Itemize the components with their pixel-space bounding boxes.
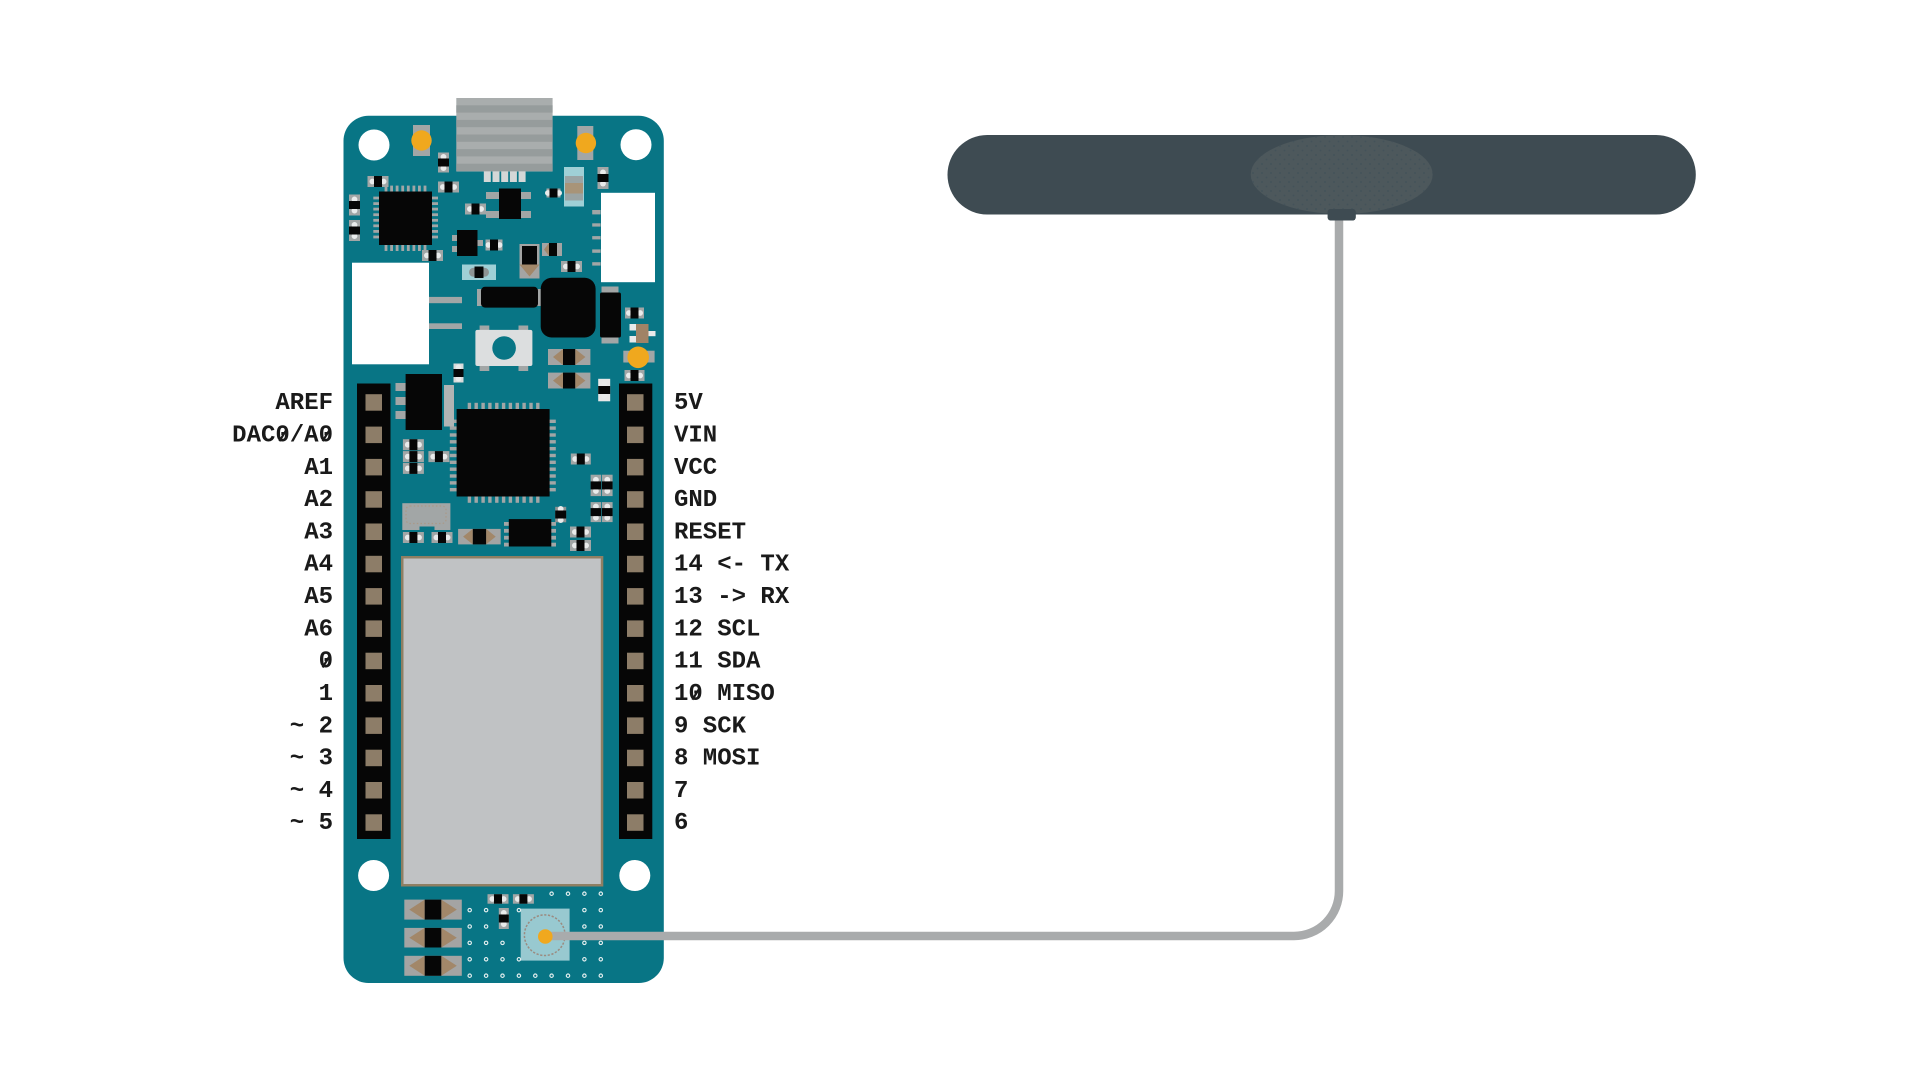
svg-text:AREF: AREF — [275, 390, 333, 417]
svg-text:RESET: RESET — [674, 519, 746, 546]
svg-text:1: 1 — [319, 681, 333, 708]
svg-text:13 -> RX: 13 -> RX — [674, 584, 790, 611]
svg-text:8 MOSI: 8 MOSI — [674, 746, 760, 773]
svg-text:A5: A5 — [304, 584, 333, 611]
svg-text:14 <- TX: 14 <- TX — [674, 552, 790, 579]
svg-text:~ 4: ~ 4 — [290, 778, 333, 805]
svg-text:A2: A2 — [304, 487, 333, 514]
svg-text:A6: A6 — [304, 616, 333, 643]
svg-text:VCC: VCC — [674, 455, 717, 482]
svg-text:5V: 5V — [674, 390, 703, 417]
svg-text:~ 5: ~ 5 — [290, 810, 333, 837]
svg-text:~ 2: ~ 2 — [290, 713, 333, 740]
svg-text:9 SCK: 9 SCK — [674, 713, 747, 740]
svg-text:A4: A4 — [304, 552, 333, 579]
svg-text:10 MISO: 10 MISO — [674, 681, 775, 708]
svg-text:A3: A3 — [304, 519, 333, 546]
svg-text:6: 6 — [674, 810, 688, 837]
svg-text:7: 7 — [674, 778, 688, 805]
svg-text:~ 3: ~ 3 — [290, 746, 333, 773]
svg-text:VIN: VIN — [674, 423, 717, 450]
svg-text:A1: A1 — [304, 455, 333, 482]
svg-text:12 SCL: 12 SCL — [674, 616, 760, 643]
svg-text:GND: GND — [674, 487, 717, 514]
svg-text:11 SDA: 11 SDA — [674, 649, 761, 676]
